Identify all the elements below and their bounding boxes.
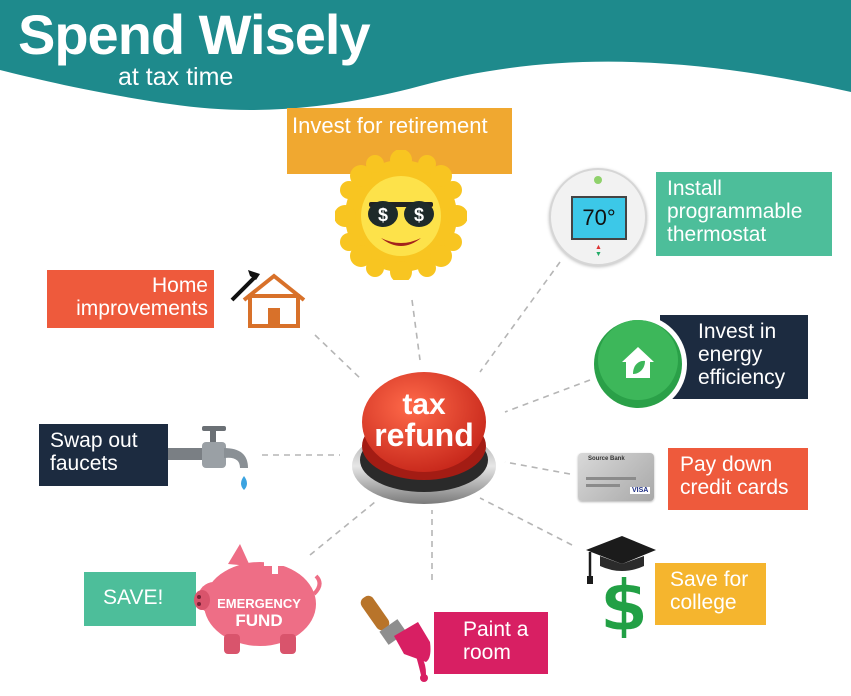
svg-text:$: $ [600,565,649,638]
credit-label-box: Pay down credit cards [668,448,808,510]
thermostat-label-box: Install programmable thermostat [656,172,832,256]
college-line-2: college [670,591,737,614]
button-text-2: refund [374,417,474,453]
faucets-line-2: faucets [50,452,118,475]
energy-line-2: energy [698,343,763,366]
svg-text:$: $ [414,205,424,225]
home-icon-backing [214,268,306,332]
college-line-1: Save for [670,568,749,591]
page-title: Spend Wisely [18,3,371,66]
college-label-box: Save for college [655,563,766,625]
grad-cap-dollar-icon: $ [586,536,656,638]
energy-house-icon [589,315,687,413]
thermostat-line-2: programmable [667,200,803,223]
retirement-label: Invest for retirement [292,113,488,138]
button-text-1: tax [402,388,446,421]
credit-card-icon: Source Bank VISA [578,453,654,501]
faucet-icon [168,426,248,490]
save-label-box: SAVE! [84,572,196,626]
energy-line-3: efficiency [698,366,786,389]
faucets-line-1: Swap out [50,429,138,452]
home-line-2: improvements [76,297,208,320]
paint-label-box: Paint a room [434,612,548,674]
thermostat-led [594,176,602,184]
card-bank-name: Source Bank [588,456,625,462]
thermostat-line-1: Install [667,177,722,200]
svg-text:$: $ [378,205,388,225]
home-label-box: Home improvements [47,270,225,328]
paint-line-1: Paint a [463,618,529,641]
piggy-bank-icon: EMERGENCY FUND [194,544,322,654]
thermostat-line-3: thermostat [667,223,767,246]
thermostat-display: 70° [571,196,627,240]
piggy-text-2: FUND [235,611,282,630]
credit-line-2: credit cards [680,476,789,499]
paintbrush-icon [360,595,431,682]
save-label: SAVE! [103,586,164,609]
card-number-lines [586,477,636,480]
piggy-text-1: EMERGENCY [217,596,301,611]
thermostat-icon: 70° ▲▼ [549,168,647,266]
page-subtitle: at tax time [118,63,234,91]
thermostat-arrows: ▲▼ [595,244,602,258]
card-name-lines [586,484,620,487]
home-line-1: Home [151,274,208,297]
energy-line-1: Invest in [698,320,777,343]
credit-line-1: Pay down [680,453,773,476]
sun-icon: $ $ [335,150,467,280]
house-hammer-icon [230,270,306,328]
tax-refund-button: tax refund [352,372,496,504]
faucets-label-box: Swap out faucets [39,424,168,486]
retirement-label-box: Invest for retirement [287,108,512,174]
card-brand: VISA [630,487,651,494]
header-wave [0,0,851,110]
paint-line-2: room [463,641,511,664]
